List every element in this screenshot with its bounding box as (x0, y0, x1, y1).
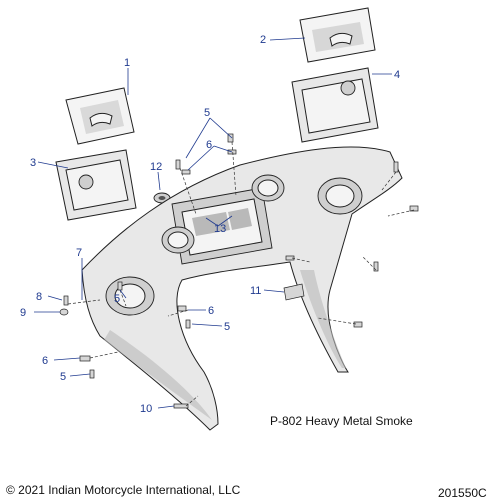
callout-11: 11 (250, 285, 261, 297)
part-1-cover (65, 87, 135, 145)
callout-5-speaker: 5 (114, 293, 120, 305)
assembly-lines (67, 141, 415, 407)
part-3-bezel (55, 149, 137, 221)
callout-8: 8 (36, 291, 42, 303)
callout-6-top: 6 (206, 139, 212, 151)
callout-10: 10 (140, 403, 152, 415)
callout-1: 1 (124, 57, 130, 69)
callout-6-middle: 6 (208, 305, 214, 317)
part-4-bezel (291, 67, 379, 143)
callout-4: 4 (394, 69, 400, 81)
callout-6-bottom: 6 (42, 355, 48, 367)
variant-label: P-802 Heavy Metal Smoke (270, 414, 413, 428)
part-2-cover (299, 7, 376, 63)
callout-5-bottom: 5 (60, 371, 66, 383)
callout-13: 13 (214, 223, 226, 235)
callout-3: 3 (30, 157, 36, 169)
callout-5-top: 5 (204, 107, 210, 119)
callout-7: 7 (76, 247, 82, 259)
callout-5-middle: 5 (224, 321, 230, 333)
callout-9: 9 (20, 307, 26, 319)
inner-fairing (81, 146, 403, 431)
callout-12: 12 (150, 161, 162, 173)
callouts: 1 2 3 4 5 6 12 13 7 5 8 9 6 5 11 6 5 10 (20, 34, 400, 415)
copyright-notice: © 2021 Indian Motorcycle International, … (6, 483, 241, 497)
leader-lines (34, 37, 392, 409)
part-11-clip (283, 283, 305, 301)
callout-2: 2 (260, 34, 266, 46)
document-number: 201550C (438, 486, 487, 500)
